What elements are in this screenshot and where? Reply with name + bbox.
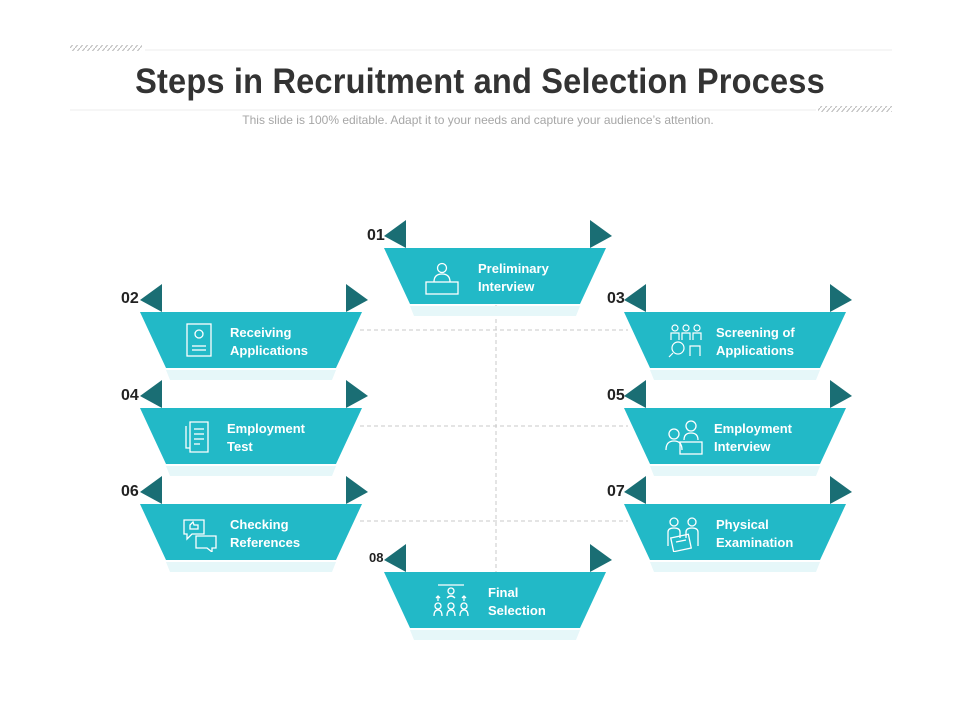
step-card-preliminary-interview: Preliminary Interview — [384, 218, 612, 316]
step-card-final-selection: Final Selection — [384, 542, 612, 640]
step-card-shape — [140, 284, 368, 380]
medical-exam-icon — [667, 517, 699, 552]
screening-people-icon — [668, 324, 702, 358]
step-number-08: 08 — [369, 550, 384, 565]
slide-title: Steps in Recruitment and Selection Proce… — [135, 62, 825, 101]
step-card-employment-interview: Employment Interview — [624, 378, 852, 476]
header-decoration — [70, 45, 892, 112]
step-label-checking-references: Checking References — [230, 517, 301, 550]
interview-desk-icon — [425, 262, 459, 295]
step-label-receiving-applications: Receiving Applications — [230, 325, 309, 358]
step-card-screening-of-applications: Screening of Applications — [624, 282, 852, 380]
step-number-01: 01 — [367, 227, 385, 244]
step-number-02: 02 — [121, 290, 139, 307]
chat-references-icon — [183, 519, 217, 552]
step-label-final-selection: Final Selection — [488, 585, 546, 618]
step-card-employment-test: Employment Test — [140, 378, 368, 476]
slide-subtitle: This slide is 100% editable. Adapt it to… — [242, 113, 714, 127]
team-selection-icon — [433, 584, 469, 617]
step-card-checking-references: Checking References — [140, 474, 368, 572]
step-label-physical-examination: Physical Examination — [716, 517, 794, 550]
step-number-06: 06 — [121, 483, 139, 500]
step-card-shape — [624, 476, 852, 572]
step-card-shape — [384, 544, 612, 640]
application-document-icon — [186, 323, 212, 357]
step-number-04: 04 — [121, 387, 139, 404]
hatch-right — [818, 106, 892, 112]
step-label-employment-interview: Employment Interview — [714, 421, 793, 454]
step-number-05: 05 — [607, 387, 625, 404]
step-card-receiving-applications: Receiving Applications — [140, 282, 368, 380]
step-label-screening-of-applications: Screening of Applications — [716, 325, 795, 358]
step-number-07: 07 — [607, 483, 625, 500]
hatch-left — [70, 45, 142, 51]
step-card-physical-examination: Physical Examination — [624, 474, 852, 572]
step-card-shape — [384, 220, 612, 316]
step-label-preliminary-interview: Preliminary Interview — [478, 261, 549, 294]
interview-meeting-icon — [665, 420, 703, 455]
test-paper-icon — [185, 421, 209, 453]
step-label-employment-test: Employment Test — [227, 421, 306, 454]
step-number-03: 03 — [607, 290, 625, 307]
